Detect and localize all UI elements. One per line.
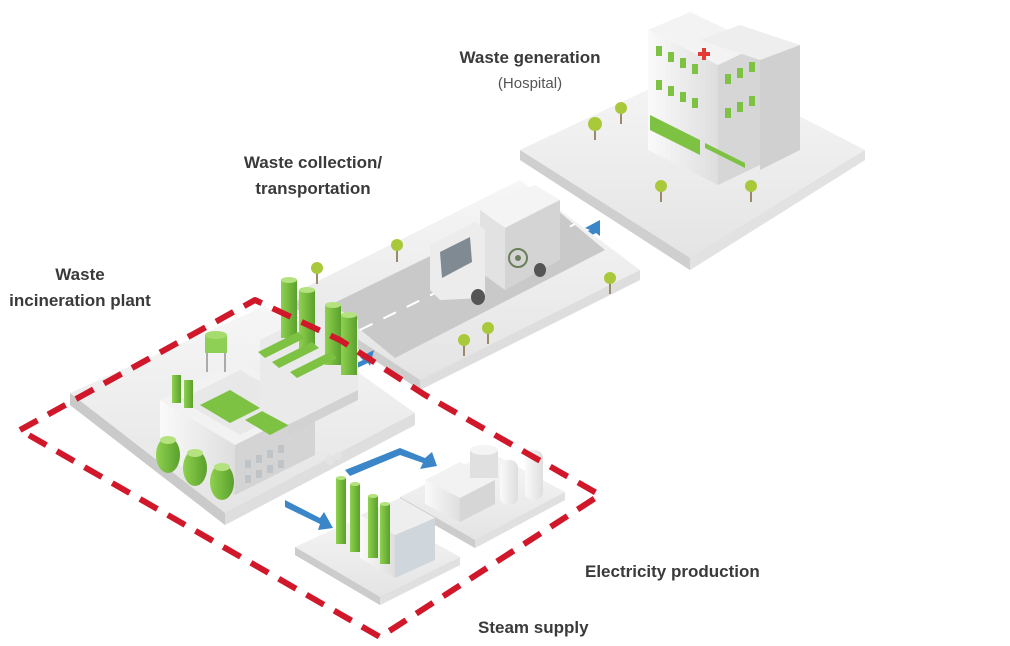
steam-platform [295, 452, 460, 605]
electricity-production-label: Electricity production [585, 562, 760, 581]
flow-arrow-icon [285, 448, 437, 530]
incineration-boundary [17, 297, 603, 640]
waste-generation-subtitle: (Hospital) [497, 75, 563, 92]
waste-collection-line2: transportation [255, 179, 371, 198]
tree-icon [311, 239, 616, 356]
incineration-line1: Waste [55, 265, 105, 284]
steam-supply-label: Steam supply [478, 618, 589, 637]
hospital-building-icon [648, 12, 800, 185]
truck-icon [430, 185, 560, 305]
incineration-line2: incineration plant [9, 291, 151, 310]
digester-tank-icon [156, 436, 234, 500]
waste-generation-title: Waste generation [459, 48, 601, 67]
waste-collection-line1: Waste collection/ [243, 153, 383, 172]
electricity-platform [400, 445, 565, 548]
waste-generation-label: Waste generation (Hospital) [440, 45, 620, 97]
tree-icon [588, 102, 757, 202]
waste-collection-label: Waste collection/ transportation [218, 150, 408, 202]
incineration-plant-label: Waste incineration plant [0, 262, 160, 314]
